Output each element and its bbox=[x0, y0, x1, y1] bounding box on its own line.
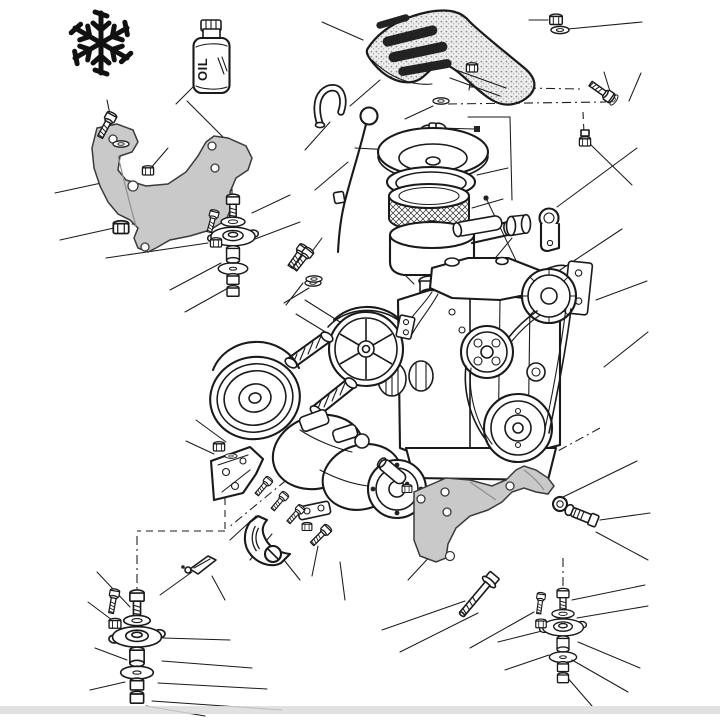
alternator-pulley bbox=[520, 267, 578, 325]
heater-hose-lower bbox=[309, 377, 358, 417]
cover-nut bbox=[548, 13, 564, 26]
left-engine-mount bbox=[108, 589, 166, 704]
left-mount-side-bolt bbox=[105, 587, 121, 615]
drive-belt bbox=[464, 307, 572, 445]
intake-bushing bbox=[505, 213, 532, 237]
lower-bracket-nut bbox=[401, 483, 413, 494]
oil-bottle-label: OIL bbox=[195, 58, 210, 81]
compressor-body bbox=[271, 408, 428, 521]
cover-washer-top bbox=[550, 25, 570, 35]
engine-cover bbox=[365, 9, 536, 106]
compressor-channel-bracket bbox=[209, 445, 265, 502]
oil-bottle-icon: OIL bbox=[192, 19, 231, 95]
compressor-bracket-nut bbox=[212, 441, 226, 452]
engine-assembly bbox=[377, 256, 594, 482]
fan-bracket bbox=[395, 314, 416, 340]
compressor-bracket-washer bbox=[224, 453, 238, 459]
lower-mounting-bracket bbox=[413, 465, 555, 563]
fan-pulley bbox=[327, 310, 405, 388]
mounting-stud bbox=[551, 495, 600, 528]
spacer-pin bbox=[376, 457, 410, 487]
snowflake-ac-icon bbox=[68, 9, 134, 77]
retainer-clip bbox=[181, 555, 217, 575]
intake-tube bbox=[452, 215, 503, 238]
oil-dipstick bbox=[332, 106, 379, 254]
right-mount-side-nut bbox=[535, 618, 547, 629]
idler-pulley bbox=[526, 362, 546, 382]
tensioner-arm bbox=[243, 514, 292, 567]
bracket-boss-bolt bbox=[112, 219, 130, 235]
cover-washer-left bbox=[432, 97, 450, 105]
fan-pulley-group bbox=[284, 241, 416, 417]
left-mount-side-nut bbox=[108, 617, 122, 629]
heater-hose-upper bbox=[284, 331, 334, 369]
intake-fitting bbox=[578, 129, 592, 147]
breather-hook-tube bbox=[313, 84, 347, 129]
cover-nut-center bbox=[465, 62, 479, 73]
bracket-nut bbox=[141, 165, 155, 176]
mid-mount-side-nut bbox=[209, 237, 223, 248]
clutch-pulley bbox=[209, 355, 301, 441]
mid-mount-right-washer bbox=[305, 275, 323, 283]
compressor-group bbox=[209, 340, 428, 548]
intake-clamp bbox=[538, 207, 561, 253]
water-pump-pulley bbox=[459, 324, 515, 380]
bracket-bolt-washer bbox=[112, 140, 130, 148]
scan-edge-artifact bbox=[0, 706, 720, 714]
long-mount-bolt bbox=[458, 570, 500, 618]
right-engine-mount bbox=[538, 587, 588, 684]
crankshaft-pulley bbox=[482, 392, 554, 464]
right-mount-side-bolt bbox=[533, 591, 547, 615]
